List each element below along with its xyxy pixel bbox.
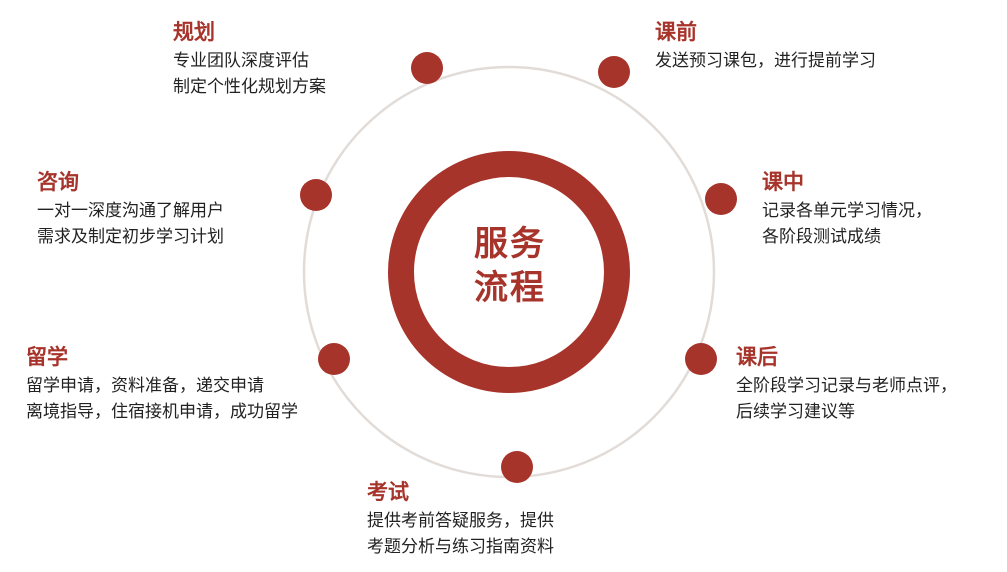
step-title: 咨询 <box>37 170 79 194</box>
step-dot-pre-class <box>598 56 630 88</box>
step-desc: 制定个性化规划方案 <box>173 77 326 97</box>
center-title-line1: 服务 <box>474 224 546 264</box>
step-desc: 后续学习建议等 <box>736 402 855 422</box>
step-title: 课后 <box>736 345 778 369</box>
step-desc: 考题分析与练习指南资料 <box>367 537 554 557</box>
step-desc: 全阶段学习记录与老师点评， <box>736 376 957 396</box>
step-desc: 记录各单元学习情况， <box>762 201 932 221</box>
step-desc: 发送预习课包，进行提前学习 <box>655 51 876 71</box>
step-consult: 咨询 一对一深度沟通了解用户 需求及制定初步学习计划 <box>37 168 224 250</box>
center-title: 服务 流程 <box>455 222 565 310</box>
step-study-abroad: 留学 留学申请，资料准备，递交申请 离境指导，住宿接机申请，成功留学 <box>26 343 298 425</box>
step-dot-post-class <box>685 343 717 375</box>
step-dot-consult <box>300 179 332 211</box>
step-desc: 留学申请，资料准备，递交申请 <box>26 376 264 396</box>
step-desc: 提供考前答疑服务，提供 <box>367 511 554 531</box>
step-title: 课中 <box>762 170 804 194</box>
step-desc: 各阶段测试成绩 <box>762 227 881 247</box>
step-desc: 一对一深度沟通了解用户 <box>37 201 224 221</box>
step-post-class: 课后 全阶段学习记录与老师点评， 后续学习建议等 <box>736 343 957 425</box>
step-dot-planning <box>411 52 443 84</box>
step-title: 考试 <box>367 480 409 504</box>
step-dot-exam <box>501 451 533 483</box>
step-exam: 考试 提供考前答疑服务，提供 考题分析与练习指南资料 <box>367 478 554 560</box>
step-dot-study-abroad <box>318 343 350 375</box>
step-pre-class: 课前 发送预习课包，进行提前学习 <box>655 18 876 74</box>
step-dot-in-class <box>705 183 737 215</box>
center-title-line2: 流程 <box>474 268 546 308</box>
step-planning: 规划 专业团队深度评估 制定个性化规划方案 <box>173 18 326 100</box>
step-desc: 需求及制定初步学习计划 <box>37 227 224 247</box>
center-ring <box>388 151 630 393</box>
step-title: 规划 <box>173 20 215 44</box>
step-in-class: 课中 记录各单元学习情况， 各阶段测试成绩 <box>762 168 932 250</box>
step-title: 课前 <box>655 20 697 44</box>
step-desc: 离境指导，住宿接机申请，成功留学 <box>26 402 298 422</box>
step-title: 留学 <box>26 345 68 369</box>
step-desc: 专业团队深度评估 <box>173 51 309 71</box>
